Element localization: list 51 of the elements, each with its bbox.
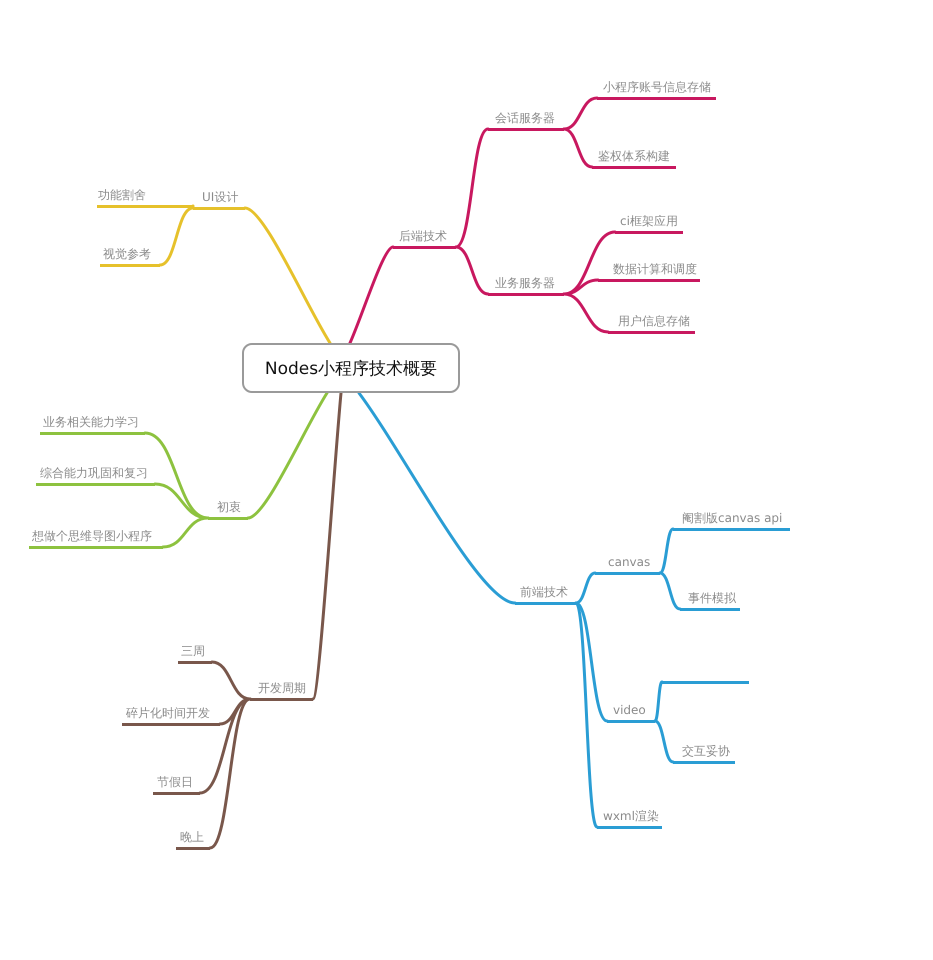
- topic-label: 交互妥协: [673, 744, 735, 764]
- topic-label: UI设计: [193, 190, 245, 210]
- branch-line: [654, 720, 674, 764]
- topic-label: 事件模拟: [680, 590, 740, 610]
- branch-line: [658, 528, 674, 574]
- topic-label: 业务相关能力学习: [40, 414, 145, 434]
- topic-label: 节假日: [153, 774, 200, 794]
- topic-label: 业务服务器: [488, 276, 564, 296]
- topic-label: 综合能力巩固和复习: [36, 466, 155, 486]
- branch-line: [358, 392, 516, 604]
- topic-label: canvas: [595, 554, 660, 574]
- branch-line: [244, 206, 332, 344]
- branch-line: [198, 698, 252, 794]
- topic-label: 小程序账号信息存储: [597, 80, 716, 100]
- topic-label: 用户信息存储: [608, 314, 695, 334]
- branch-line: [162, 516, 210, 548]
- branch-line: [654, 680, 664, 722]
- topic-label: ci框架应用: [615, 214, 683, 234]
- topic-label: 会话服务器: [488, 110, 564, 130]
- topic-label: wxml渲染: [597, 808, 662, 828]
- branch-line: [562, 292, 610, 334]
- topic-label: 后端技术: [393, 228, 456, 248]
- topic-label: 阉割版canvas api: [673, 510, 790, 530]
- branch-line: [562, 96, 598, 130]
- branch-line: [574, 602, 608, 722]
- branch-line: [454, 246, 490, 296]
- topic-label: 三周: [178, 644, 212, 664]
- topic-label: 想做个思维导图小程序: [29, 528, 163, 548]
- underline: [662, 680, 749, 684]
- topic-label: 数据计算和调度: [598, 262, 700, 282]
- topic-label: 前端技术: [515, 584, 576, 604]
- branch-line: [192, 204, 194, 210]
- branch-line: [312, 392, 342, 700]
- branch-line: [562, 128, 594, 168]
- branch-line: [158, 206, 194, 266]
- topic-label: 视觉参考: [100, 246, 160, 266]
- branch-line: [454, 128, 490, 248]
- topic-label: 开发周期: [250, 680, 313, 700]
- branch-line: [658, 572, 682, 610]
- topic-label: 碎片化时间开发: [122, 706, 220, 726]
- topic-label: 鉴权体系构建: [592, 148, 676, 168]
- topic-label: 初衷: [208, 500, 248, 520]
- branch-line: [574, 572, 596, 604]
- branch-line: [208, 698, 252, 850]
- branch-line: [246, 392, 328, 520]
- topic-label: 晚上: [176, 830, 210, 850]
- topic-label: 功能割舍: [97, 188, 193, 208]
- branch-line: [574, 602, 598, 828]
- branch-line: [348, 246, 394, 344]
- topic-label: video: [607, 702, 655, 722]
- central-topic-box: Nodes小程序技术概要: [242, 343, 460, 393]
